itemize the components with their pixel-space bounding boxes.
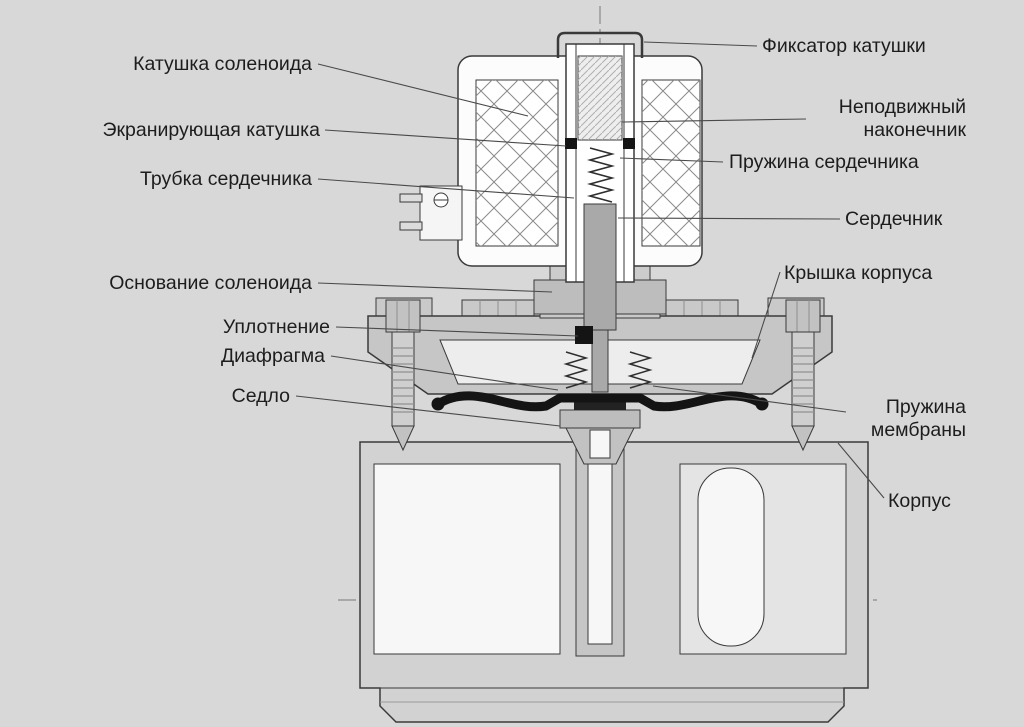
connector-drawing: [399, 185, 463, 241]
label-membrane-spring-line2: мембраны: [870, 419, 966, 441]
leader-body: [837, 442, 885, 499]
coil-winding-left: [475, 79, 559, 247]
leader-shield-coil: [324, 129, 567, 147]
label-fixed-tip-line2: наконечник: [863, 119, 966, 141]
leader-fixed-tip: [621, 118, 807, 123]
label-core-spring: Пружина сердечника: [729, 151, 919, 173]
seat-drawing: [565, 427, 635, 465]
leader-coil-retainer: [643, 41, 758, 47]
leader-solenoid-base: [317, 282, 553, 293]
membrane-spring-right-drawing: [627, 351, 653, 389]
leader-core-tube: [317, 178, 575, 199]
label-core-tube: Трубка сердечника: [140, 168, 312, 190]
label-seat: Седло: [231, 385, 290, 407]
label-membrane-spring-line1: Пружина: [885, 396, 966, 418]
shading-ring-right: [623, 138, 635, 149]
label-seal: Уплотнение: [222, 316, 330, 338]
core-drawing: [583, 203, 617, 393]
coil-winding-right: [641, 79, 701, 247]
leader-membrane-spring: [652, 385, 847, 413]
label-core: Сердечник: [845, 208, 943, 230]
label-membrane-spring: Пружина мембраны: [846, 396, 966, 442]
fixed-tip-drawing: [577, 55, 623, 141]
leader-diaphragm: [330, 355, 559, 391]
leader-body-cover: [751, 271, 781, 359]
leader-lines: [295, 41, 885, 499]
leader-seat: [295, 395, 561, 427]
label-shield-coil: Экранирующая катушка: [102, 119, 321, 141]
shading-ring-left: [565, 138, 577, 149]
leader-core: [617, 217, 841, 220]
bolt-left-drawing: [385, 299, 421, 452]
label-fixed-tip: Неподвижный наконечник: [806, 96, 966, 142]
diaphragm-bead-left: [431, 397, 445, 411]
leader-coil: [317, 63, 529, 117]
bolt-right-drawing: [785, 299, 821, 452]
diaphragm-center-disc: [559, 409, 641, 429]
label-body: Корпус: [888, 490, 951, 512]
label-diaphragm: Диафрагма: [220, 345, 325, 367]
diaphragm-drawing: [433, 391, 767, 412]
leader-core-spring: [619, 157, 724, 163]
label-coil: Катушка соленоида: [133, 53, 312, 75]
label-coil-retainer: Фиксатор катушки: [762, 35, 926, 57]
label-solenoid-base: Основание соленоида: [109, 272, 312, 294]
label-fixed-tip-line1: Неподвижный: [838, 96, 966, 118]
membrane-assembly-drawing: [431, 326, 769, 465]
coil-assembly-drawing: [399, 31, 703, 393]
label-body-cover: Крышка корпуса: [784, 262, 933, 284]
leader-seal: [335, 326, 579, 337]
membrane-spring-left-drawing: [563, 351, 589, 389]
diaphragm-bead-right: [755, 397, 769, 411]
coil-retainer-drawing: [556, 31, 644, 58]
seal-drawing: [575, 326, 593, 344]
valve-body-drawing: [359, 441, 869, 723]
core-spring-drawing: [586, 147, 616, 203]
